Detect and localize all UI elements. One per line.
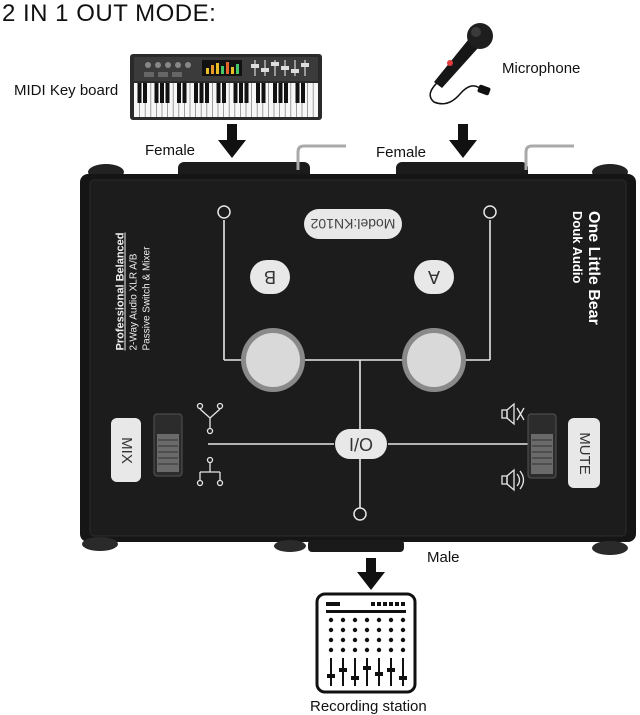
description-line-2: 2-Way Audio XLR A/B <box>128 253 140 351</box>
mix-toggle-switch[interactable] <box>154 414 182 476</box>
brand-name: One Little Bear <box>585 211 602 325</box>
mute-toggle-switch[interactable] <box>528 414 556 478</box>
midi-keyboard-label: MIDI Key board <box>14 82 119 99</box>
female-right-label: Female <box>376 144 427 161</box>
model-label: Model:KN102 <box>310 216 396 232</box>
input-a-label: A <box>428 267 441 288</box>
input-b-label: B <box>264 267 277 288</box>
female-left-label: Female <box>145 142 196 159</box>
merge-icon <box>196 456 224 487</box>
speaker-icon <box>501 468 525 492</box>
input-a-knob[interactable] <box>402 328 466 392</box>
brand-subname: Douk Audio <box>570 211 585 284</box>
mixer-console-icon <box>315 592 417 694</box>
input-b-knob[interactable] <box>241 328 305 392</box>
description-line-3: Passive Switch & Mixer <box>141 246 153 351</box>
speaker-mute-icon <box>501 402 525 426</box>
recording-station-label: Recording station <box>310 698 427 715</box>
arrow-down-icon <box>449 124 477 158</box>
arrow-down-icon <box>218 124 246 158</box>
switch-device <box>80 144 636 555</box>
description-title: Professional Belanced <box>114 232 127 351</box>
mute-badge: MUTE <box>568 418 600 488</box>
model-badge: Model:KN102 <box>304 209 402 239</box>
power-switch-label-badge: O/I <box>335 429 387 459</box>
mix-label: MIX <box>117 436 135 464</box>
input-b-badge: B <box>250 260 290 294</box>
split-icon <box>196 402 224 435</box>
microphone-icon <box>429 23 493 105</box>
mix-badge: MIX <box>111 418 141 482</box>
page-title: 2 IN 1 OUT MODE: <box>2 0 217 27</box>
mute-label: MUTE <box>575 431 593 475</box>
male-label: Male <box>427 549 460 566</box>
microphone-label: Microphone <box>502 60 581 77</box>
keyboard-icon <box>130 54 322 120</box>
power-label: O/I <box>349 434 374 455</box>
arrow-down-icon <box>357 558 385 590</box>
input-a-badge: A <box>414 260 454 294</box>
